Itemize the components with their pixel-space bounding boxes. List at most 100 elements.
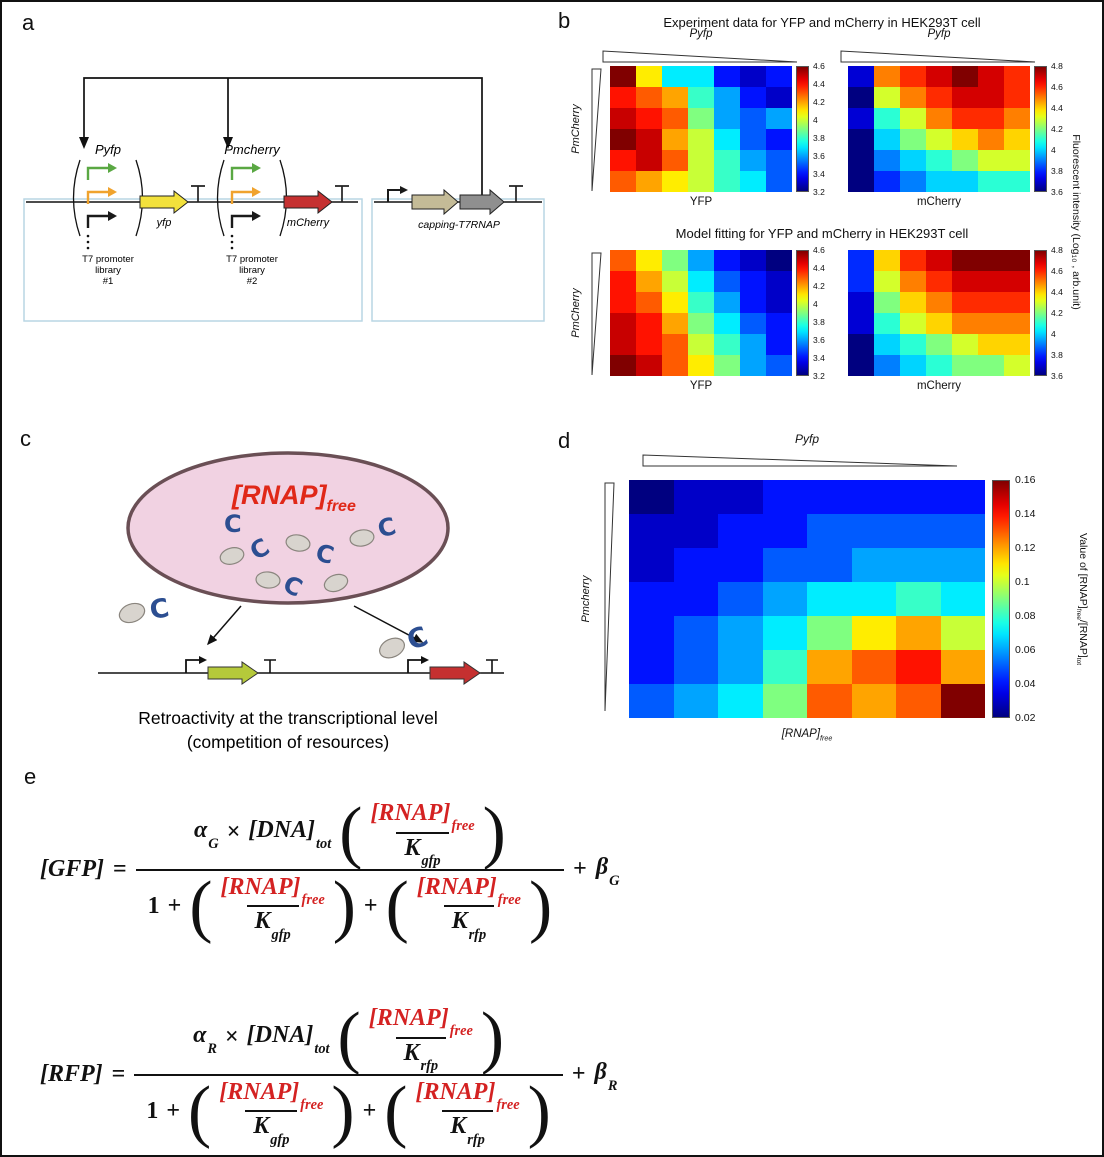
heatmap-cell (662, 355, 688, 376)
library2-line2: library (239, 265, 265, 276)
heatmap-cell (688, 171, 714, 192)
bracket-left-1 (72, 159, 81, 237)
rnap-free-text: [RNAP]free (231, 480, 356, 515)
heatmap-cell (940, 582, 985, 616)
heatmap-cell (848, 271, 874, 292)
heatmap-cell (740, 292, 766, 313)
heatmap-cell (807, 616, 852, 650)
heatmap-cell (900, 250, 926, 271)
heatmap-cell (629, 582, 674, 616)
heatmap-experiment-mcherry (848, 66, 1030, 192)
heatmap-cell (807, 548, 852, 582)
heatmap-cell (714, 334, 740, 355)
heatmap-cell (673, 582, 718, 616)
heatmap-cell (766, 334, 792, 355)
feedback-arrowhead-2 (223, 137, 233, 149)
mcherry-gene-arrow (283, 189, 333, 215)
heatmap-cell (714, 250, 740, 271)
promoter-orange-1 (86, 190, 108, 204)
colorbar-tick: 3.8 (1051, 350, 1063, 360)
colorbar-tick: 3.8 (813, 133, 825, 143)
colorbar-tick: 4.2 (813, 281, 825, 291)
heatmap-cell (848, 171, 874, 192)
heatmap-cell (807, 514, 852, 548)
pyfp-gradient-wedge-exp-mcherry (840, 50, 1036, 63)
heatmap-cell (688, 87, 714, 108)
heatmap-cell (610, 250, 636, 271)
heatmap-cell (900, 355, 926, 376)
heatmap-cell (610, 171, 636, 192)
heatmap-cell (807, 480, 852, 514)
heatmap-cell (851, 514, 896, 548)
terminator-3 (509, 185, 523, 202)
heatmap-experiment-yfp (610, 66, 792, 192)
library1-line1: T7 promoter (82, 254, 134, 265)
heatmap-cell (714, 66, 740, 87)
heatmap-cell (610, 355, 636, 376)
heatmap-cell (714, 150, 740, 171)
pmcherry-gradient-wedge-exp (591, 68, 602, 192)
heatmap-cell (848, 313, 874, 334)
heatmap-cell (662, 334, 688, 355)
heatmap-cell (629, 480, 674, 514)
promoter-green-2-head (252, 163, 261, 173)
colorbar-tick: 0.06 (1015, 644, 1036, 656)
heatmap-cell (1004, 108, 1030, 129)
panel-e-label: e (24, 764, 37, 789)
heatmap-cell (900, 313, 926, 334)
heatmap-cell (952, 334, 978, 355)
heatmap-cell (673, 684, 718, 718)
heatmap-cell (952, 129, 978, 150)
heatmap-model-mcherry (848, 250, 1030, 376)
promoter-black-2 (230, 214, 252, 228)
math-term: Krfp (451, 908, 487, 943)
gfp-gene-arrow (207, 661, 259, 685)
heatmap-cell (900, 108, 926, 129)
pmcherry-axis-label-d: Pmcherry (580, 575, 592, 623)
heatmap-cell (688, 292, 714, 313)
math-term: Kgfp (253, 1113, 290, 1148)
heatmap-cell (926, 66, 952, 87)
heatmap-cell (610, 271, 636, 292)
heatmap-cell (874, 171, 900, 192)
heatmap-cell (629, 548, 674, 582)
colorbar-tick: 3.2 (813, 187, 825, 197)
heatmap-cell (636, 355, 662, 376)
heatmap-cell (940, 616, 985, 650)
heatmap-cell (610, 66, 636, 87)
colorbar-tick: 4.4 (813, 79, 825, 89)
heatmap-cell (952, 171, 978, 192)
heatmap-cell (926, 108, 952, 129)
math-term: Krfp (403, 1039, 439, 1075)
heatmap-cell (807, 650, 852, 684)
colorbar-tick: 3.2 (813, 371, 825, 381)
heatmap-cell (718, 616, 763, 650)
heatmap-cell (848, 250, 874, 271)
promoter-orange-2 (230, 190, 252, 204)
heatmap-cell (1004, 150, 1030, 171)
heatmap-cell (718, 548, 763, 582)
math-term: Krfp (450, 1113, 485, 1148)
heatmap-cell (874, 150, 900, 171)
heatmap-cell (610, 87, 636, 108)
model-title: Model fitting for YFP and mCherry in HEK… (675, 226, 969, 241)
heatmap-cell (718, 480, 763, 514)
heatmap-cell (952, 313, 978, 334)
rfp-gene-arrow (429, 661, 481, 685)
heatmap-cell (740, 129, 766, 150)
math-term: βR (594, 1059, 618, 1094)
heatmap-cell (940, 650, 985, 684)
heatmap-cell (714, 129, 740, 150)
heatmap-cell (610, 292, 636, 313)
sigma-blob (285, 534, 311, 552)
heatmap-cell (940, 480, 985, 514)
heatmap-cell (874, 355, 900, 376)
library1-line2: library (95, 265, 121, 276)
heatmap-cell (848, 66, 874, 87)
colorbar-tick: 3.6 (813, 151, 825, 161)
pyfp-axis-label-exp-mcherry: Pyfp (927, 28, 951, 40)
heatmap-cell (766, 271, 792, 292)
heatmap-cell (900, 150, 926, 171)
